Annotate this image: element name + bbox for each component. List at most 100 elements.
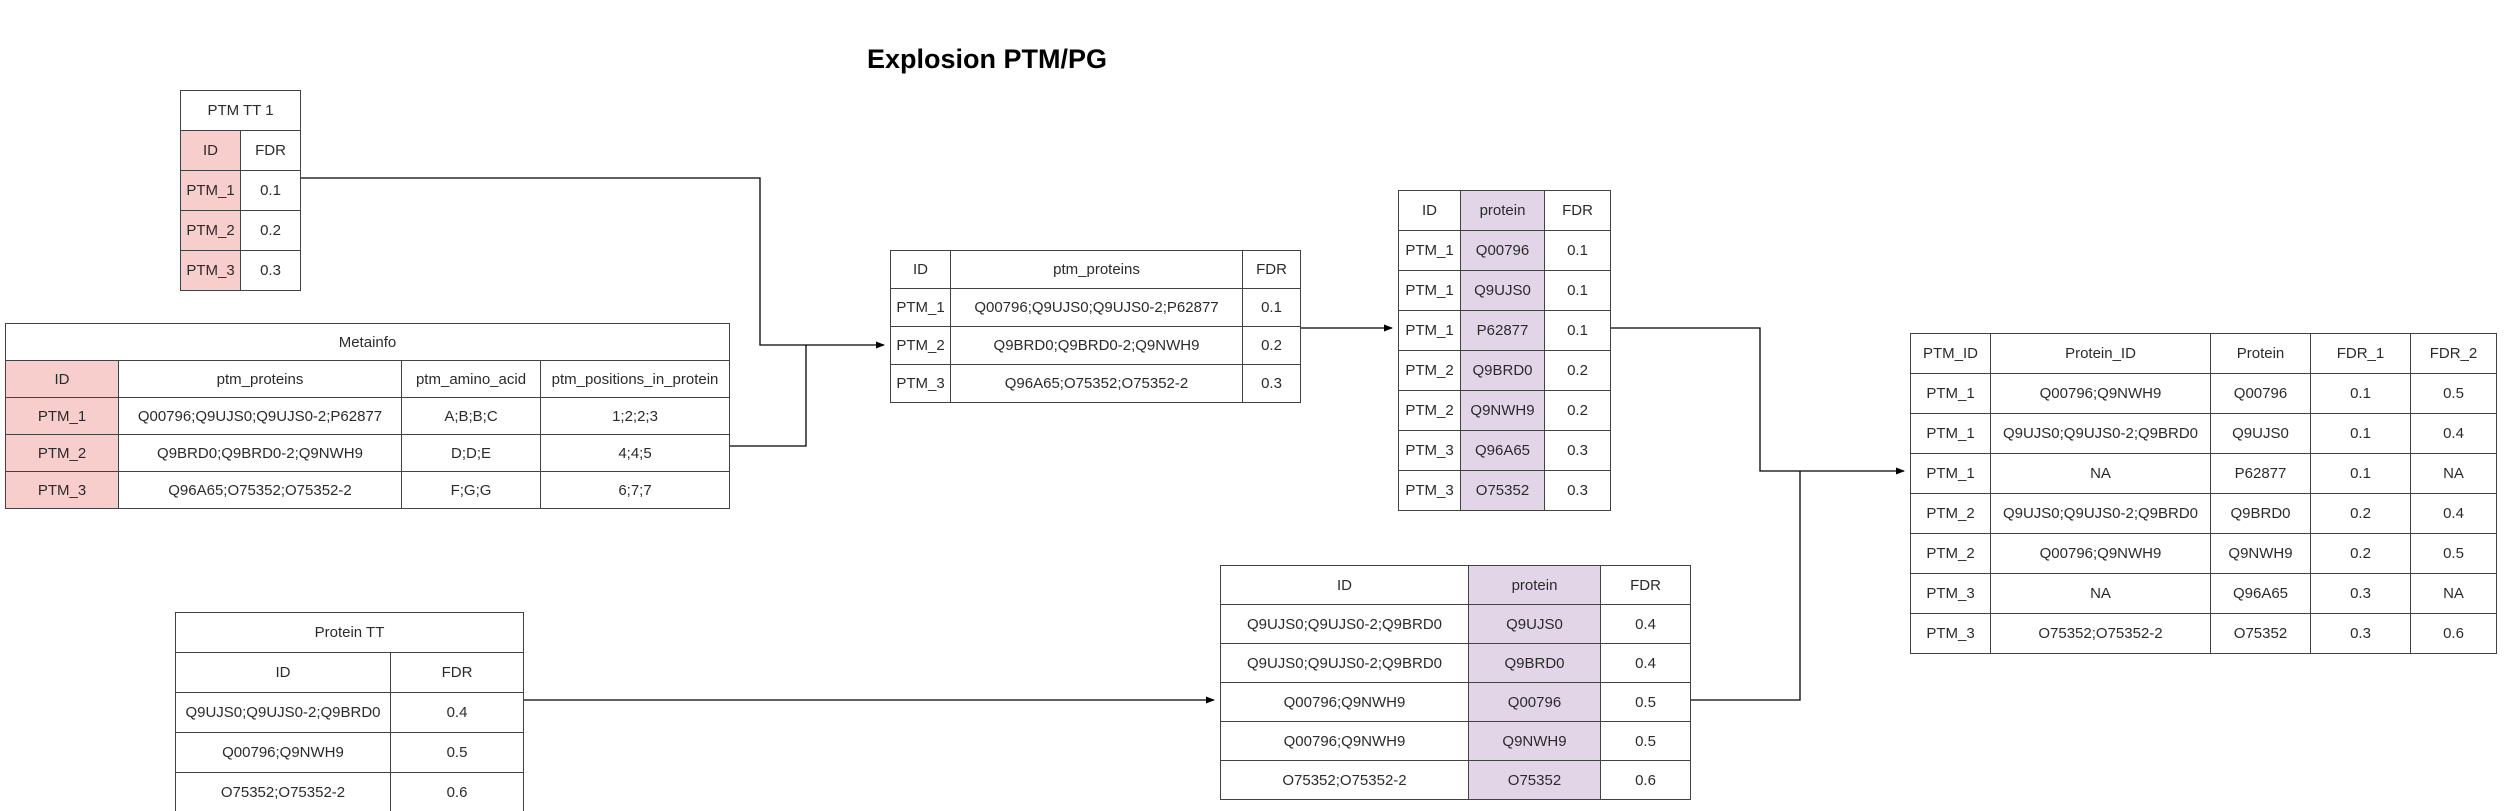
ptm_pg_merged-header-4: FDR_2 (2410, 333, 2497, 374)
cell: Q9UJS0 (2210, 413, 2311, 454)
cell: D;D;E (401, 434, 541, 472)
metainfo-header-3: ptm_positions_in_protein (540, 360, 730, 398)
cell: NA (2410, 453, 2497, 494)
cell: 0.4 (2410, 413, 2497, 454)
cell: 4;4;5 (540, 434, 730, 472)
cell: PTM_3 (180, 250, 241, 291)
table-title-row: PTM TT 1 (180, 90, 301, 131)
cell: Q9BRD0;Q9BRD0-2;Q9NWH9 (950, 326, 1243, 365)
connector-metainfo-join (729, 345, 807, 447)
ptm_pg_merged-header-1: Protein_ID (1990, 333, 2211, 374)
cell: Q9UJS0 (1468, 604, 1601, 644)
cell: O75352;O75352-2 (1220, 760, 1469, 800)
protein_exploded-header-1: protein (1468, 565, 1601, 605)
cell: Q9NWH9 (2210, 533, 2311, 574)
table-title-row: Metainfo (5, 323, 730, 361)
ptm_protein_exploded-header-0: ID (1398, 190, 1461, 231)
cell: PTM_2 (180, 210, 241, 251)
cell: 0.3 (240, 250, 301, 291)
cell: 0.3 (2310, 573, 2411, 614)
cell: PTM_3 (890, 364, 951, 403)
cell: 0.2 (1544, 390, 1611, 431)
cell: O75352 (2210, 613, 2311, 654)
protein_tt-header-0: ID (175, 652, 391, 693)
ptm_protein_exploded-header-1: protein (1460, 190, 1545, 231)
cell: Q9UJS0;Q9UJS0-2;Q9BRD0 (1990, 413, 2211, 454)
cell: 0.1 (1544, 270, 1611, 311)
cell: 6;7;7 (540, 471, 730, 509)
ptm_pg_merged-header-0: PTM_ID (1910, 333, 1991, 374)
cell: 0.4 (1600, 604, 1691, 644)
cell: 0.1 (1544, 310, 1611, 351)
cell: 0.3 (1544, 430, 1611, 471)
ptm_pg_merged-header-3: FDR_1 (2310, 333, 2411, 374)
cell: Q00796;Q9NWH9 (1990, 373, 2211, 414)
cell: 0.2 (2310, 493, 2411, 534)
metainfo-header-2: ptm_amino_acid (401, 360, 541, 398)
cell: O75352;O75352-2 (1990, 613, 2211, 654)
cell: Q9UJS0;Q9UJS0-2;Q9BRD0 (175, 692, 391, 733)
cell: 0.5 (390, 732, 524, 773)
cell: 0.1 (2310, 373, 2411, 414)
cell: 0.2 (2310, 533, 2411, 574)
cell: PTM_2 (1910, 493, 1991, 534)
metainfo-title: Metainfo (5, 323, 730, 361)
protein_tt-header-1: FDR (390, 652, 524, 693)
cell: O75352 (1460, 470, 1545, 511)
cell: PTM_3 (1398, 430, 1461, 471)
protein_exploded-header-0: ID (1220, 565, 1469, 605)
cell: PTM_2 (5, 434, 119, 472)
cell: Q9BRD0;Q9BRD0-2;Q9NWH9 (118, 434, 402, 472)
ptm_proteins_fdr-header-2: FDR (1242, 250, 1301, 289)
cell: PTM_2 (1398, 390, 1461, 431)
cell: PTM_1 (1910, 453, 1991, 494)
protein_tt-title: Protein TT (175, 612, 524, 653)
cell: PTM_2 (1910, 533, 1991, 574)
cell: 0.6 (2410, 613, 2497, 654)
cell: PTM_1 (1398, 230, 1461, 271)
cell: Q00796;Q9NWH9 (1220, 682, 1469, 722)
cell: 0.6 (1600, 760, 1691, 800)
cell: Q00796 (1460, 230, 1545, 271)
cell: Q9BRD0 (2210, 493, 2311, 534)
cell: Q96A65;O75352;O75352-2 (950, 364, 1243, 403)
cell: PTM_1 (5, 397, 119, 435)
ptm_tt_1-title: PTM TT 1 (180, 90, 301, 131)
cell: O75352 (1468, 760, 1601, 800)
cell: PTM_2 (1398, 350, 1461, 391)
cell: O75352;O75352-2 (175, 772, 391, 811)
cell: Q00796;Q9NWH9 (175, 732, 391, 773)
cell: PTM_1 (1910, 373, 1991, 414)
cell: Q00796;Q9UJS0;Q9UJS0-2;P62877 (118, 397, 402, 435)
cell: NA (1990, 453, 2211, 494)
cell: Q9BRD0 (1468, 643, 1601, 683)
cell: PTM_3 (1910, 573, 1991, 614)
